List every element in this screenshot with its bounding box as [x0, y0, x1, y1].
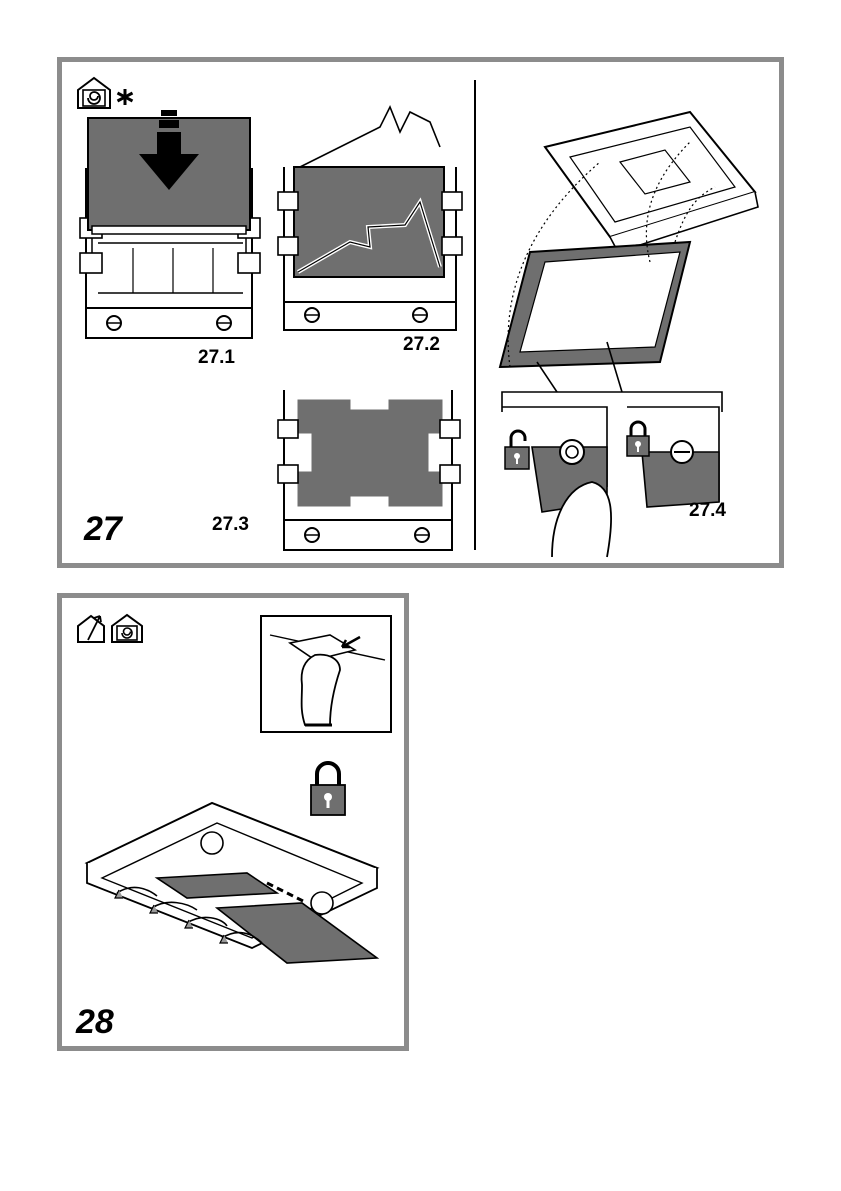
figure-number-27: 27 — [84, 510, 122, 549]
figure-number-28: 28 — [76, 1003, 114, 1042]
figure-28-panel: 28 — [57, 593, 409, 1051]
unlock-icon — [502, 429, 532, 471]
lock-icon — [625, 420, 651, 458]
extraction-mode-icon — [76, 612, 106, 644]
step-label-27-3: 27.3 — [212, 514, 249, 536]
push-down-arrow-icon — [134, 110, 204, 196]
figure-27-panel: 27.1 27.2 27.3 27 — [57, 57, 784, 568]
hand-press-inset — [260, 615, 392, 733]
step-label-27-1: 27.1 — [198, 347, 235, 369]
hood-bottom-view — [77, 798, 387, 978]
hood-box-27-2 — [270, 107, 470, 332]
step-label-27-2: 27.2 — [403, 334, 440, 356]
recirculation-mode-icon — [110, 612, 144, 644]
hood-exploded-27-4 — [490, 102, 780, 372]
step-label-27-4: 27.4 — [689, 500, 726, 522]
hood-box-27-3 — [272, 390, 467, 555]
